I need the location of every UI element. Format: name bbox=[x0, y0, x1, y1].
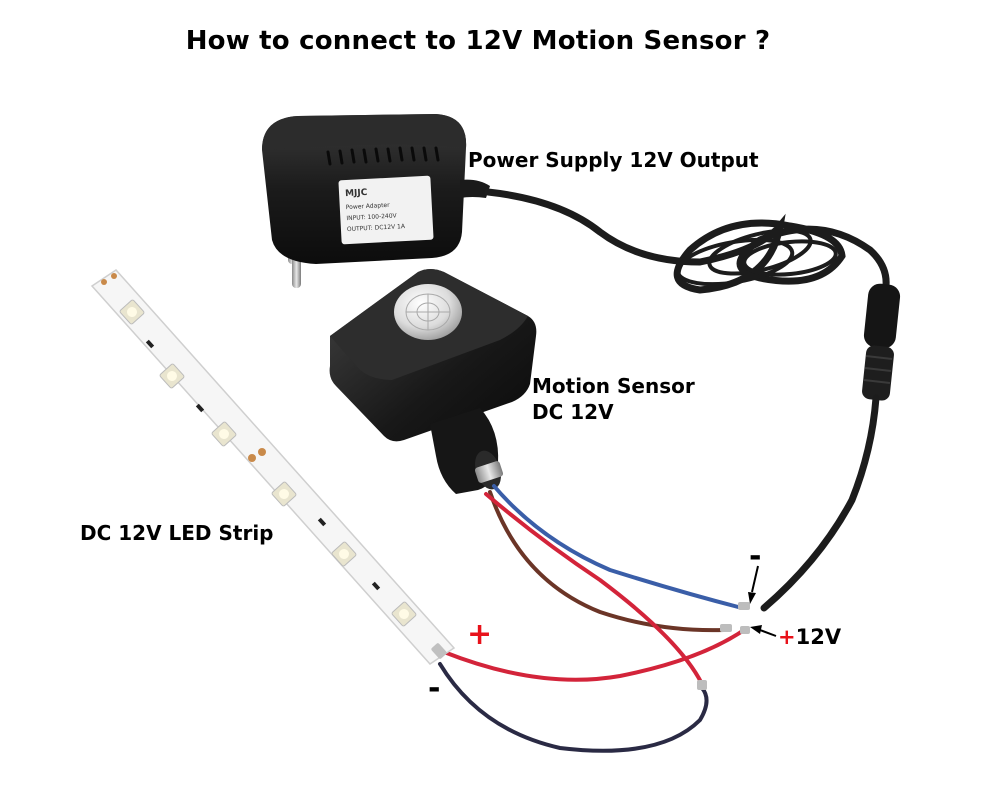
power-cable-lower bbox=[760, 394, 880, 612]
adapter-label bbox=[338, 175, 434, 245]
positive-12v-label: +12V bbox=[778, 624, 841, 650]
motion-sensor bbox=[329, 269, 537, 494]
sensor-knob bbox=[474, 461, 504, 483]
power-cable bbox=[484, 188, 890, 300]
adapter-spec: INPUT: 100-240V bbox=[346, 212, 398, 222]
strip-negative-mark: - bbox=[428, 671, 441, 706]
motion-sensor-label-line2: DC 12V bbox=[532, 400, 614, 424]
led-chips bbox=[119, 299, 417, 627]
red-wire-strip bbox=[442, 628, 746, 682]
adapter-brand: MJJC bbox=[345, 188, 368, 199]
positive-12v-value: 12V bbox=[795, 625, 842, 649]
red-wire-sensor bbox=[484, 492, 704, 686]
positive-12v-plus: + bbox=[778, 625, 796, 649]
wire-crimp bbox=[738, 602, 750, 610]
strip-positive-mark: + bbox=[467, 617, 493, 652]
navy-wire-strip bbox=[438, 662, 709, 753]
led-strip bbox=[90, 269, 456, 665]
sensor-negative-mark: - bbox=[749, 539, 762, 574]
polarity-arrows bbox=[748, 565, 777, 637]
wire-crimp bbox=[697, 680, 707, 690]
dc-connector bbox=[862, 283, 901, 401]
power-adapter: MJJC Power Adapter INPUT: 100-240V OUTPU… bbox=[262, 114, 490, 288]
power-supply-label: Power Supply 12V Output bbox=[468, 148, 759, 172]
adapter-spec: Power Adapter bbox=[346, 202, 391, 211]
adapter-spec: OUTPUT: DC12V 1A bbox=[347, 223, 406, 233]
motion-sensor-label-line1: Motion Sensor bbox=[532, 374, 695, 398]
brown-wire bbox=[488, 490, 726, 633]
led-strip-label: DC 12V LED Strip bbox=[80, 521, 274, 545]
wire-crimp bbox=[740, 626, 750, 634]
blue-wire bbox=[492, 484, 744, 610]
wire-crimp bbox=[720, 624, 732, 632]
motion-sensor-label: Motion Sensor DC 12V bbox=[532, 373, 695, 425]
page-title: How to connect to 12V Motion Sensor ? bbox=[185, 26, 771, 56]
sensor-wires bbox=[438, 484, 750, 753]
